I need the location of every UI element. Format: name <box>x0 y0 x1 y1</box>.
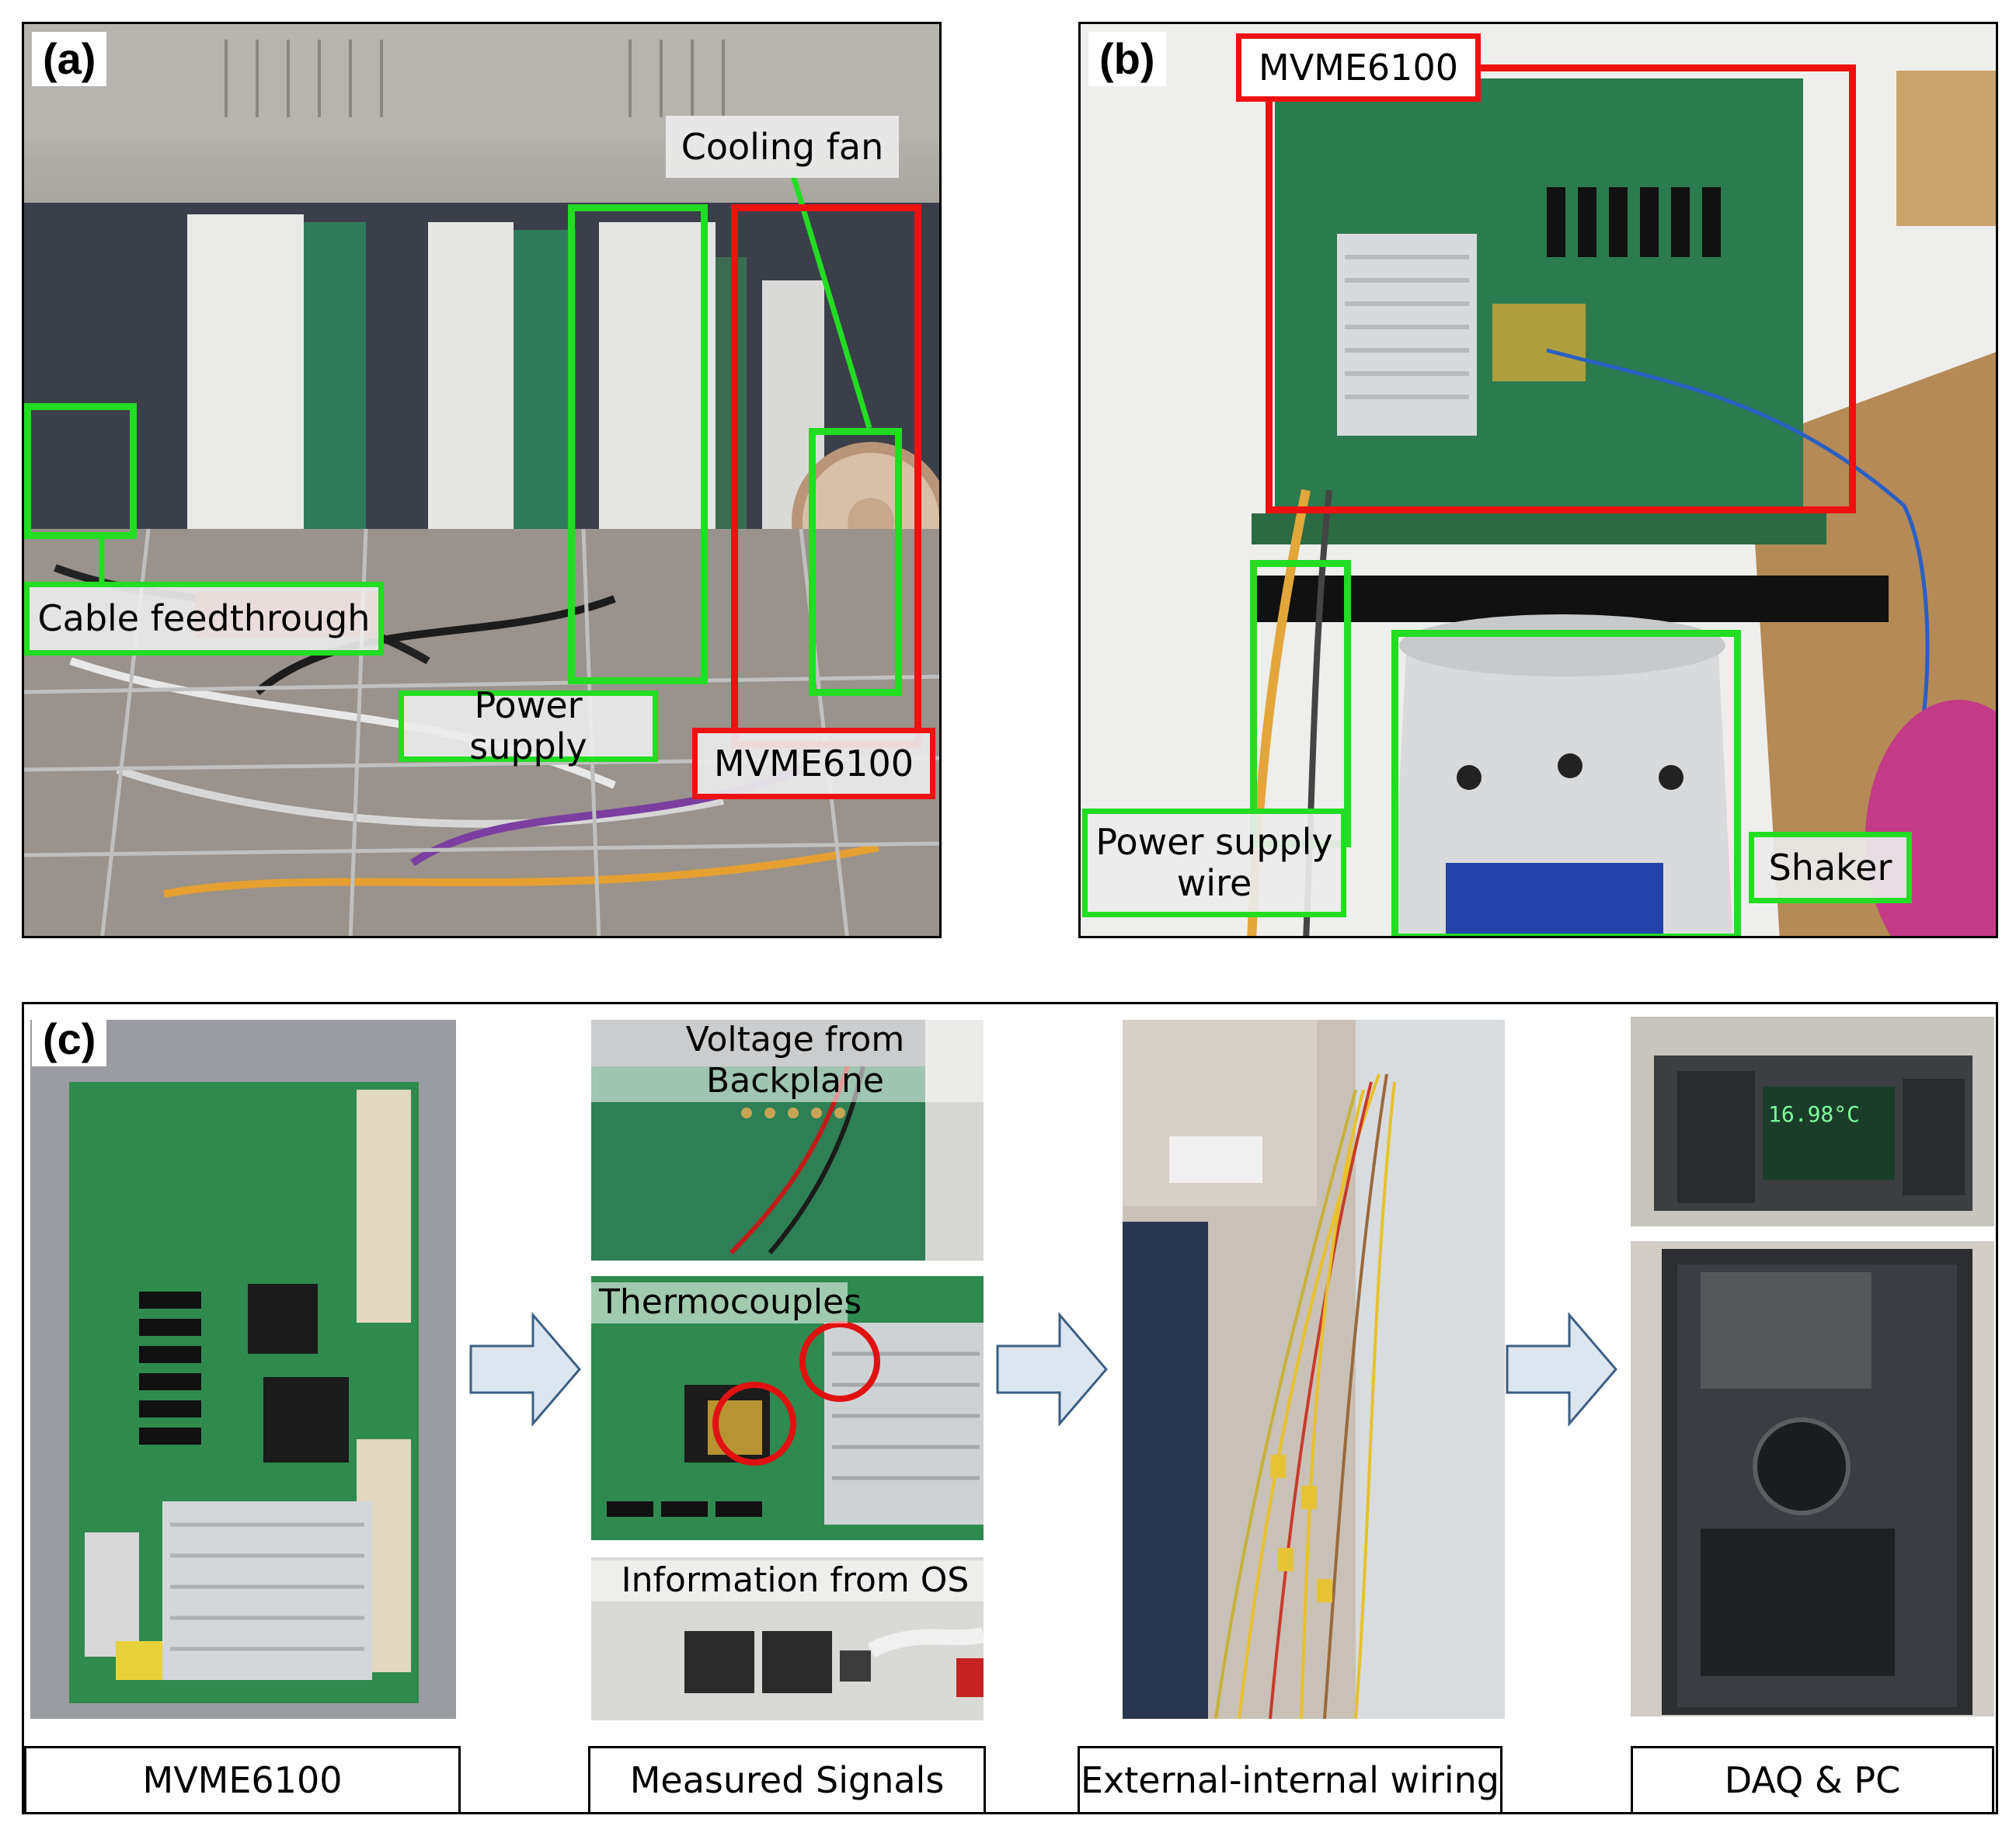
caption-mvme6100: MVME6100 <box>24 1746 461 1812</box>
thermocouples-label: Thermocouples <box>591 1282 862 1323</box>
shaker-highlight <box>1391 630 1741 936</box>
os-info-label: Information from OS <box>591 1560 999 1602</box>
voltage-label-line1: Voltage from <box>685 1020 905 1059</box>
daq-temperature-readout: 16.98°C <box>1768 1101 1861 1127</box>
cable-feedthrough-highlight <box>24 403 137 539</box>
voltage-label-line2: Backplane <box>706 1060 884 1101</box>
flow-arrow-3 <box>1506 1311 1617 1428</box>
caption-daq-pc: DAQ & PC <box>1631 1746 1994 1812</box>
voltage-label: Voltage from Backplane <box>591 1020 999 1102</box>
mvme6100-tag: MVME6100 <box>1236 33 1481 102</box>
external-internal-wiring-photo <box>1123 1020 1505 1719</box>
pc-tower-photo <box>1631 1241 1994 1716</box>
panel-b-label: (b) <box>1088 32 1166 86</box>
cooling-fan-tag: Cooling fan <box>666 116 899 178</box>
shaker-test-photo <box>1081 24 1996 936</box>
panel-a-photo: (a) Cooling fan Cable feedthrough Power … <box>22 22 942 938</box>
mvme6100-board-photo <box>30 1020 456 1719</box>
flow-arrow-1 <box>469 1311 581 1428</box>
cable-feedthrough-tag: Cable feedthrough <box>24 582 384 656</box>
mvme6100-tag: MVME6100 <box>692 728 935 799</box>
power-supply-wire-tag: Power supply wire <box>1082 809 1346 917</box>
panel-a-label: (a) <box>32 32 107 86</box>
power-supply-tag: Power supply <box>399 685 658 767</box>
caption-measured-signals: Measured Signals <box>588 1746 986 1812</box>
power-supply-wire-line2: wire <box>1176 862 1252 904</box>
mvme6100-board-highlight <box>1266 64 1856 513</box>
power-supply-wire-highlight <box>1250 560 1351 847</box>
panel-c-frame: (c) Voltage from <box>22 1002 1998 1814</box>
caption-external-internal-wiring: External-internal wiring <box>1078 1746 1502 1812</box>
power-supply-highlight <box>568 204 708 684</box>
power-supply-wire-line1: Power supply <box>1095 821 1333 864</box>
flow-arrow-2 <box>996 1311 1108 1428</box>
cooling-fan-highlight <box>809 428 902 696</box>
panel-c-label: (c) <box>32 1012 107 1066</box>
panel-b-photo: (b) MVME6100 Power supply wire Shaker <box>1078 22 1998 938</box>
shaker-tag: Shaker <box>1749 832 1912 903</box>
daq-instrument-photo <box>1631 1017 1994 1226</box>
